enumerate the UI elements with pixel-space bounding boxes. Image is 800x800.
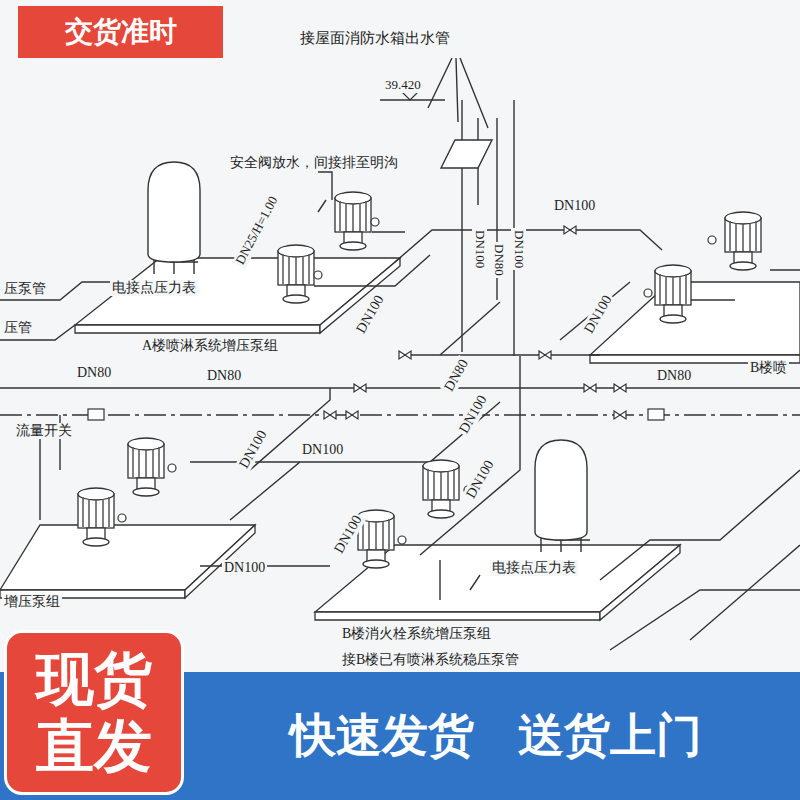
pipe-label: B楼喷 bbox=[748, 360, 789, 376]
pipe-label: B楼消火栓系统增压泵组 bbox=[340, 626, 493, 642]
pipe-label: DN100 bbox=[462, 456, 499, 503]
pipe-label: DN100 bbox=[580, 291, 617, 338]
pipe-label: DN80 bbox=[205, 368, 243, 384]
pipe-label: 增压泵组 bbox=[2, 594, 62, 610]
pipe-label: 流量开关 bbox=[14, 423, 74, 439]
pipe-label: DN100 bbox=[472, 228, 487, 270]
pipe-label: DN100 bbox=[235, 426, 272, 473]
pipe-label: DN80 bbox=[75, 365, 113, 381]
pipe-label: 接屋面消防水箱出水管 bbox=[298, 30, 452, 47]
node-text: 现货 直发 bbox=[17, 646, 171, 779]
stock-badge: 现货 直发 bbox=[4, 630, 184, 795]
node-text: 快速发货 bbox=[290, 705, 474, 767]
pipe-label: A楼喷淋系统增压泵组 bbox=[140, 338, 280, 354]
pipe-label: DN100 bbox=[300, 442, 345, 458]
node-text: 送货上门 bbox=[518, 705, 702, 767]
pipe-label: 电接点压力表 bbox=[110, 280, 198, 296]
pipe-label: DN80 bbox=[655, 368, 693, 384]
pipe-label: 压管 bbox=[2, 320, 34, 336]
pipe-label: 39.420 bbox=[383, 78, 423, 93]
pipe-label: DN80 bbox=[491, 242, 506, 278]
pipe-label: 电接点压力表 bbox=[490, 560, 578, 576]
pipe-label: 接B楼已有喷淋系统稳压泵管 bbox=[340, 652, 521, 668]
pipe-label: DN100 bbox=[552, 198, 597, 214]
pipe-label: DN100 bbox=[511, 228, 526, 270]
pipe-label: DN80 bbox=[440, 355, 473, 396]
banner-tag: 交货准时 bbox=[18, 6, 223, 58]
pipe-label: DN100 bbox=[222, 560, 267, 576]
node-text: 交货准时 bbox=[65, 16, 177, 48]
pipe-label: 压泵管 bbox=[2, 281, 48, 297]
pipe-label: 安全阀放水，间接排至明沟 bbox=[228, 155, 400, 171]
